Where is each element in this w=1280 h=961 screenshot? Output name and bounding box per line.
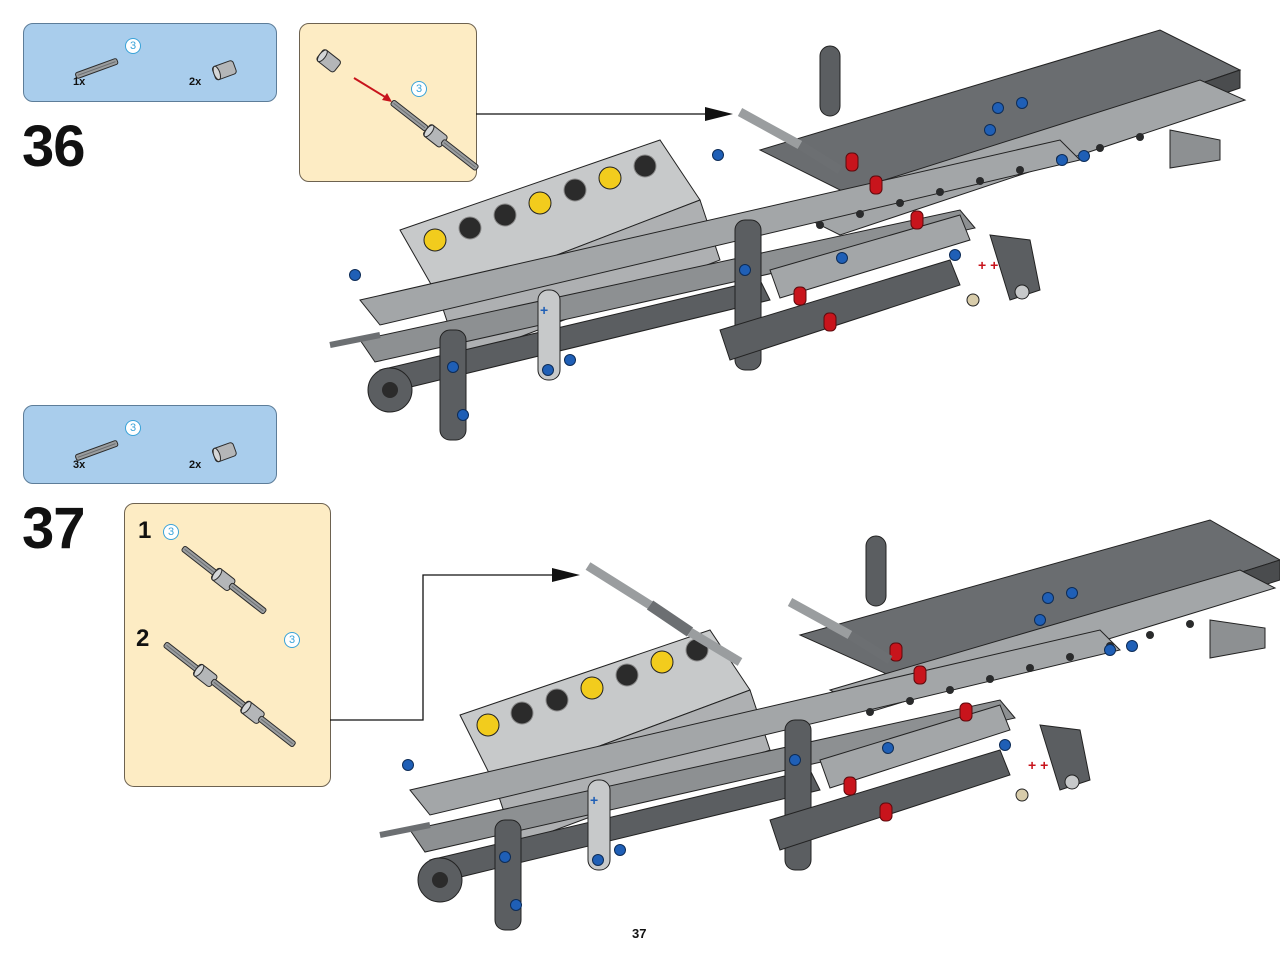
subassembly-callout-step-36: 3 xyxy=(299,23,480,182)
axle-length-badge: 3 xyxy=(284,632,300,648)
parts-callout-step-36: 3 1x 2x xyxy=(23,23,277,102)
svg-text:+: + xyxy=(590,792,598,808)
svg-text:+: + xyxy=(540,302,548,318)
axle-length-badge: 3 xyxy=(411,81,427,97)
chassis-model-step-36: + + + xyxy=(329,29,1247,441)
part-qty: 2x xyxy=(189,76,202,88)
part-qty: 3x xyxy=(73,459,86,471)
leader-arrow-icon xyxy=(476,107,733,121)
step-number-37: 37 xyxy=(22,496,86,561)
axle-length-badge: 3 xyxy=(163,524,179,540)
step-number-36: 36 xyxy=(22,114,86,179)
part-qty: 1x xyxy=(73,76,86,88)
page-number: 37 xyxy=(632,926,647,941)
subassembly-callout-step-37: 1 3 3 2 xyxy=(124,503,331,787)
axle-length-badge: 3 xyxy=(125,38,141,54)
svg-text:+ +: + + xyxy=(1028,757,1048,773)
chassis-model-step-37: + + + xyxy=(379,519,1280,931)
subassembly-art xyxy=(315,47,480,172)
parts-callout-step-37: 3 3x 2x xyxy=(23,405,277,484)
part-qty: 2x xyxy=(189,459,202,471)
leader-arrow-icon xyxy=(330,568,580,721)
substep-label: 1 xyxy=(138,517,152,544)
svg-text:+ +: + + xyxy=(978,257,998,273)
substep-label: 2 xyxy=(136,625,150,652)
insert-arrow-icon xyxy=(382,93,392,102)
axle-length-badge: 3 xyxy=(125,420,141,436)
